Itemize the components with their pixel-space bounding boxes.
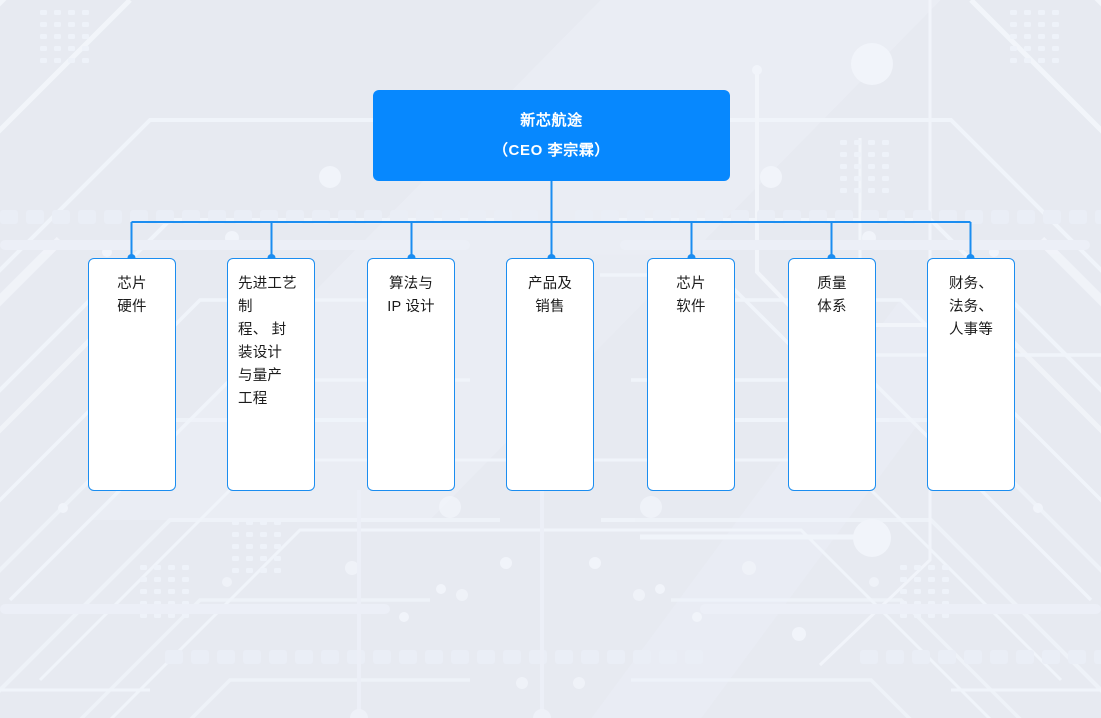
- child-node-finance-legal-hr[interactable]: 财务、 法务、 人事等: [927, 258, 1015, 491]
- child-node-quality-system[interactable]: 质量 体系: [788, 258, 876, 491]
- child-node-label: 财务、 法务、 人事等: [948, 276, 994, 338]
- child-node-label: 先进工艺制 程、 封 装设计 与量产 工程: [238, 276, 297, 407]
- child-node-label: 芯片 硬件: [117, 276, 147, 315]
- child-node-label: 质量 体系: [817, 276, 847, 315]
- child-node-advanced-process[interactable]: 先进工艺制 程、 封 装设计 与量产 工程: [227, 258, 315, 491]
- child-node-chip-software[interactable]: 芯片 软件: [647, 258, 735, 491]
- child-node-label: 产品及 销售: [527, 276, 573, 315]
- child-node-product-sales[interactable]: 产品及 销售: [506, 258, 594, 491]
- root-node-subtitle: （CEO 李宗霖）: [492, 141, 611, 159]
- child-node-algorithm-ip-design[interactable]: 算法与 IP 设计: [367, 258, 455, 491]
- child-node-label: 算法与 IP 设计: [387, 276, 435, 315]
- root-node-title: 新芯航途: [520, 111, 583, 129]
- root-node-ceo[interactable]: 新芯航途 （CEO 李宗霖）: [373, 90, 730, 181]
- child-node-label: 芯片 软件: [676, 276, 706, 315]
- child-node-chip-hardware[interactable]: 芯片 硬件: [88, 258, 176, 491]
